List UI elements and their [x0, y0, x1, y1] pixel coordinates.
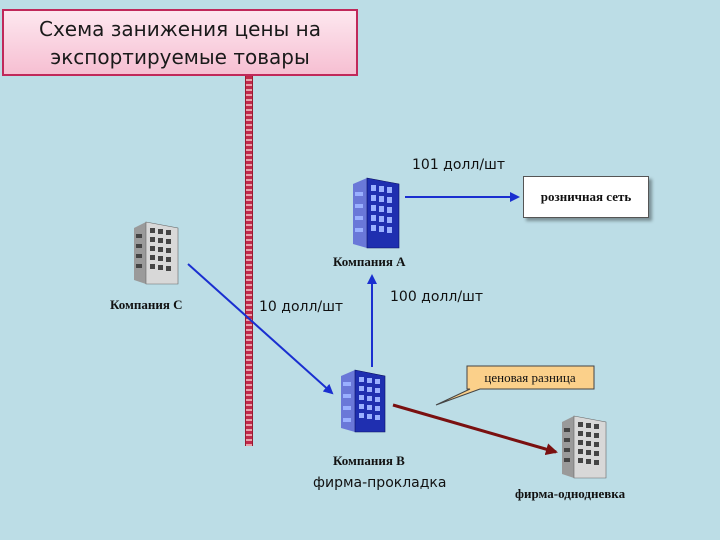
- company-c-label: Компания С: [110, 297, 183, 312]
- diagram-title: Схема занижения цены на экспортируемые т…: [38, 16, 322, 69]
- title-box: Схема занижения цены на экспортируемые т…: [2, 9, 358, 76]
- arrow-c-to-b: [187, 263, 334, 395]
- company-a-label: Компания А: [333, 254, 406, 269]
- customs-border-line: [245, 76, 253, 446]
- one-day-firm-label: фирма-однодневка: [515, 486, 626, 501]
- callout-bubble: [435, 365, 595, 406]
- building-company-c-icon: [134, 221, 179, 285]
- retail-network-box: розничная сеть: [523, 176, 649, 218]
- shell-firm-label: фирма-прокладка: [313, 475, 447, 491]
- building-company-b-icon: [341, 369, 386, 433]
- price-a-to-retail: 101 долл/шт: [412, 157, 505, 173]
- callout-text: ценовая разница: [484, 370, 575, 385]
- company-b-label: Компания В: [333, 453, 405, 468]
- arrow-b-to-one-day-firm: [392, 403, 558, 455]
- building-one-day-firm-icon: [562, 415, 607, 479]
- retail-network-label: розничная сеть: [540, 189, 632, 204]
- building-company-a-icon: [353, 177, 400, 249]
- price-c-to-b: 10 долл/шт: [259, 299, 344, 315]
- price-b-to-a: 100 долл/шт: [390, 289, 483, 305]
